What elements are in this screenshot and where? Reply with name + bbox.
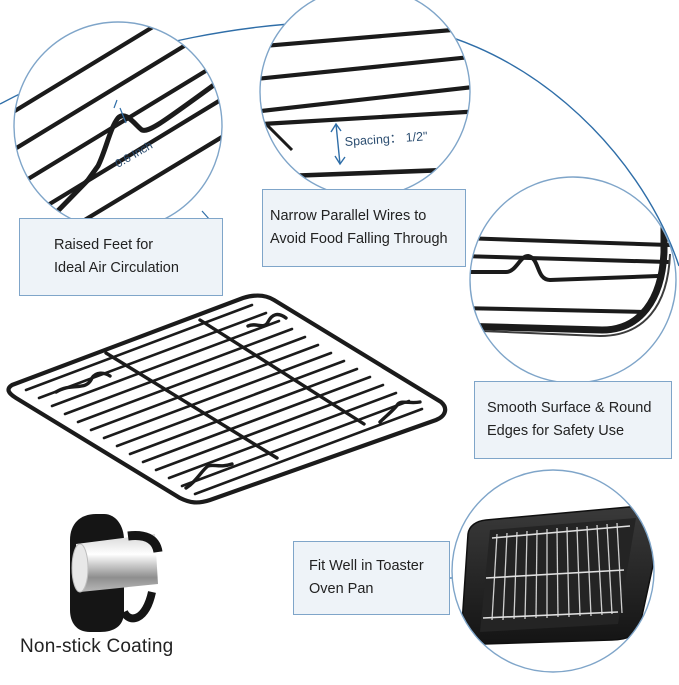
smooth-edges-callout: Smooth Surface & Round Edges for Safety … [474,381,672,459]
wire-spacing-label: Spacing： 1/2" [344,129,428,149]
narrow-wires-callout: Narrow Parallel Wires to Avoid Food Fall… [262,189,466,267]
toaster-fit-callout: Fit Well in Toaster Oven Pan [293,541,450,615]
toaster-fit-line-2: Oven Pan [309,581,374,597]
toaster-fit-line-1: Fit Well in Toaster [309,557,424,574]
narrow-wires-line-2: Avoid Food Falling Through [270,231,448,247]
raised-feet-callout: Raised Feet for Ideal Air Circulation [19,218,223,296]
narrow-wires-line-1: Narrow Parallel Wires to [270,207,427,224]
coated-rod-icon [70,514,163,632]
cooling-rack [6,293,448,505]
raised-feet-line-1: Raised Feet for [54,236,154,253]
smooth-edges-line-2: Edges for Safety Use [487,423,625,439]
non-stick-coating-label: Non-stick Coating [20,636,174,657]
raised-feet-line-2: Ideal Air Circulation [54,260,179,276]
smooth-edges-line-1: Smooth Surface & Round [487,399,652,416]
